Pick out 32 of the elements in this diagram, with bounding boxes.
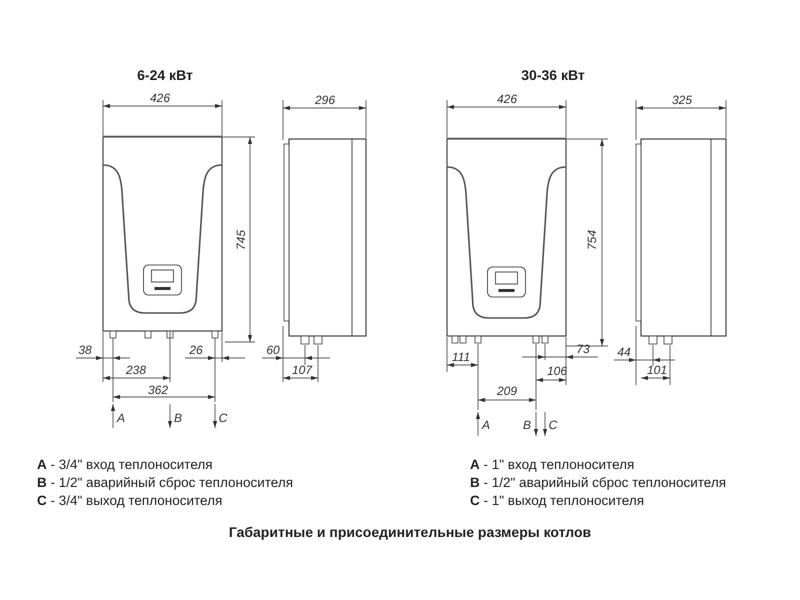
dimension-value: 26 xyxy=(189,344,203,356)
connection-note: A - 3/4" вход теплоносителя xyxy=(37,458,213,472)
dimension-value: 38 xyxy=(78,344,92,356)
connection-note: C - 1" выход теплоносителя xyxy=(470,494,644,508)
connection-letter: B xyxy=(174,412,182,424)
dimension-value: 296 xyxy=(314,94,336,106)
dimension-value: 745 xyxy=(235,230,247,250)
connection-note: B - 1/2" аварийный сброс теплоносителя xyxy=(470,476,726,490)
connection-letter: A xyxy=(482,419,490,431)
connection-note: B - 1/2" аварийный сброс теплоносителя xyxy=(37,476,294,490)
dimension-value: 426 xyxy=(150,92,170,104)
dimension-value: 60 xyxy=(266,344,280,356)
dimension-value: 325 xyxy=(672,94,692,106)
dimension-value: 111 xyxy=(452,351,470,363)
power-heading: 6-24 кВт xyxy=(137,68,193,82)
connection-letter: C xyxy=(548,419,558,431)
dimension-value: 362 xyxy=(148,384,168,396)
dimension-value: 107 xyxy=(292,364,312,376)
dimension-value: 209 xyxy=(496,385,518,397)
dimension-value: 426 xyxy=(496,93,518,105)
connection-note: C - 3/4" выход теплоносителя xyxy=(37,494,222,508)
connection-letter: C xyxy=(218,412,228,424)
caption: Габаритные и присоединительные размеры котлов xyxy=(228,525,592,539)
connection-letter: B xyxy=(523,419,531,431)
dimension-value: 101 xyxy=(646,364,668,376)
dimension-value: 44 xyxy=(617,346,631,358)
dimension-value: 754 xyxy=(586,230,598,250)
connection-note: A - 1" вход теплоносителя xyxy=(470,458,634,472)
power-heading: 30-36 кВт xyxy=(521,68,585,82)
connection-letter: A xyxy=(117,412,125,424)
dimension-value: 238 xyxy=(126,364,146,376)
dimension-value: 73 xyxy=(576,343,590,355)
